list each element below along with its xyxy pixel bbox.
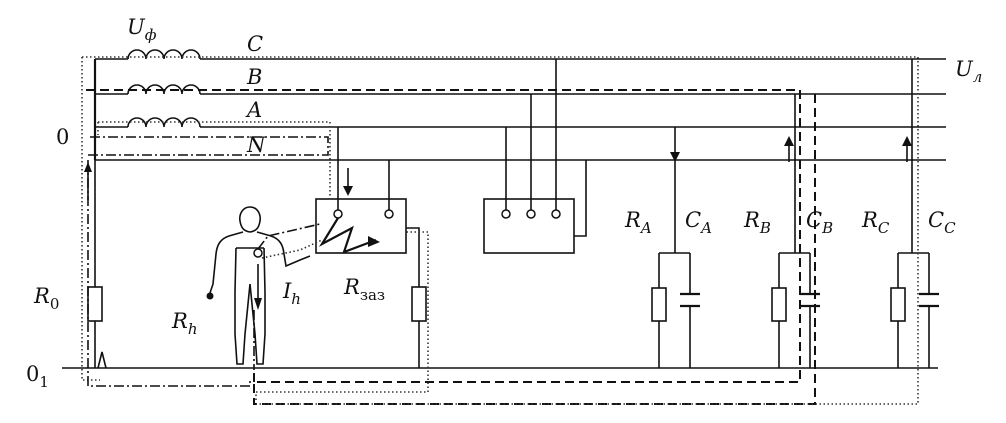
- load-terminal-1: [501, 209, 511, 219]
- load-terminal-2: [526, 209, 536, 219]
- coil-phase-c: [95, 49, 946, 60]
- ih-arrow: [254, 298, 262, 310]
- resistor-rb: [771, 287, 787, 322]
- human-figure: [206, 206, 323, 370]
- label-ra: RA: [624, 208, 652, 237]
- current-path-dotted: [81, 56, 919, 405]
- touch-path-2: [261, 239, 323, 259]
- breakdown-zigzag: [318, 217, 377, 254]
- ra-ca-frame: [658, 252, 691, 368]
- label-zero: 0: [56, 125, 69, 149]
- labels: Uф C B A N Uл 0 01 R0 Rh Ih Rзаз RA CA R…: [26, 15, 982, 391]
- arrow-phase-c-up: [902, 136, 912, 146]
- load-box: [483, 198, 575, 254]
- human-hand-left: [206, 292, 214, 300]
- label-u-line: Uл: [955, 57, 982, 86]
- current-path-dashdot: [87, 136, 329, 387]
- touch-path: [257, 223, 321, 250]
- arrow-phase-a-tap: [343, 186, 353, 196]
- resistor-r0: [87, 286, 103, 322]
- label-phase-c: C: [247, 32, 263, 56]
- enclosure-ground-wire: [406, 227, 420, 287]
- terminal-left-1: [333, 209, 343, 219]
- load-neutral: [574, 160, 587, 237]
- phase-a-insulation: [651, 127, 700, 368]
- label-rh: Rh: [171, 309, 197, 338]
- phase-c-insulation: [890, 59, 939, 368]
- label-r0: R0: [33, 284, 59, 313]
- equipment-box-left: [315, 198, 407, 254]
- transformer-windings: [93, 49, 946, 368]
- label-ca: CA: [685, 208, 712, 237]
- label-u-phase: Uф: [127, 15, 157, 44]
- label-rb: RB: [743, 208, 771, 237]
- resistor-ra: [651, 287, 667, 322]
- three-phase-load: [483, 59, 587, 254]
- arrow-phase-b-up: [784, 136, 794, 146]
- coil-phase-a: [95, 117, 946, 128]
- label-rzaz: Rзаз: [343, 275, 385, 304]
- label-ground: 01: [26, 362, 49, 391]
- label-cb: CB: [806, 208, 833, 237]
- label-rc: RC: [861, 208, 890, 237]
- breakdown-arrow: [368, 236, 380, 247]
- label-cc: CC: [928, 208, 956, 237]
- current-path-phase-a: [97, 121, 331, 200]
- resistor-rzaz: [411, 286, 427, 322]
- label-ih: Ih: [282, 279, 301, 308]
- faulted-equipment: [315, 127, 427, 368]
- current-path-dashed: [86, 89, 816, 405]
- arrow-phase-a-down: [670, 152, 680, 162]
- label-phase-a: A: [245, 98, 262, 122]
- label-phase-b: B: [246, 65, 262, 89]
- rb-cb-frame: [778, 252, 811, 368]
- phase-b-insulation: [771, 94, 820, 368]
- load-terminal-3: [551, 209, 561, 219]
- human-contact-point: [253, 248, 263, 258]
- terminal-left-2: [384, 209, 394, 219]
- arrow-up-ground: [97, 351, 107, 369]
- rc-cc-frame: [897, 252, 930, 368]
- human-outline: [208, 206, 311, 365]
- label-neutral: N: [246, 133, 266, 157]
- resistor-rc: [890, 287, 906, 322]
- coil-phase-b: [95, 84, 946, 95]
